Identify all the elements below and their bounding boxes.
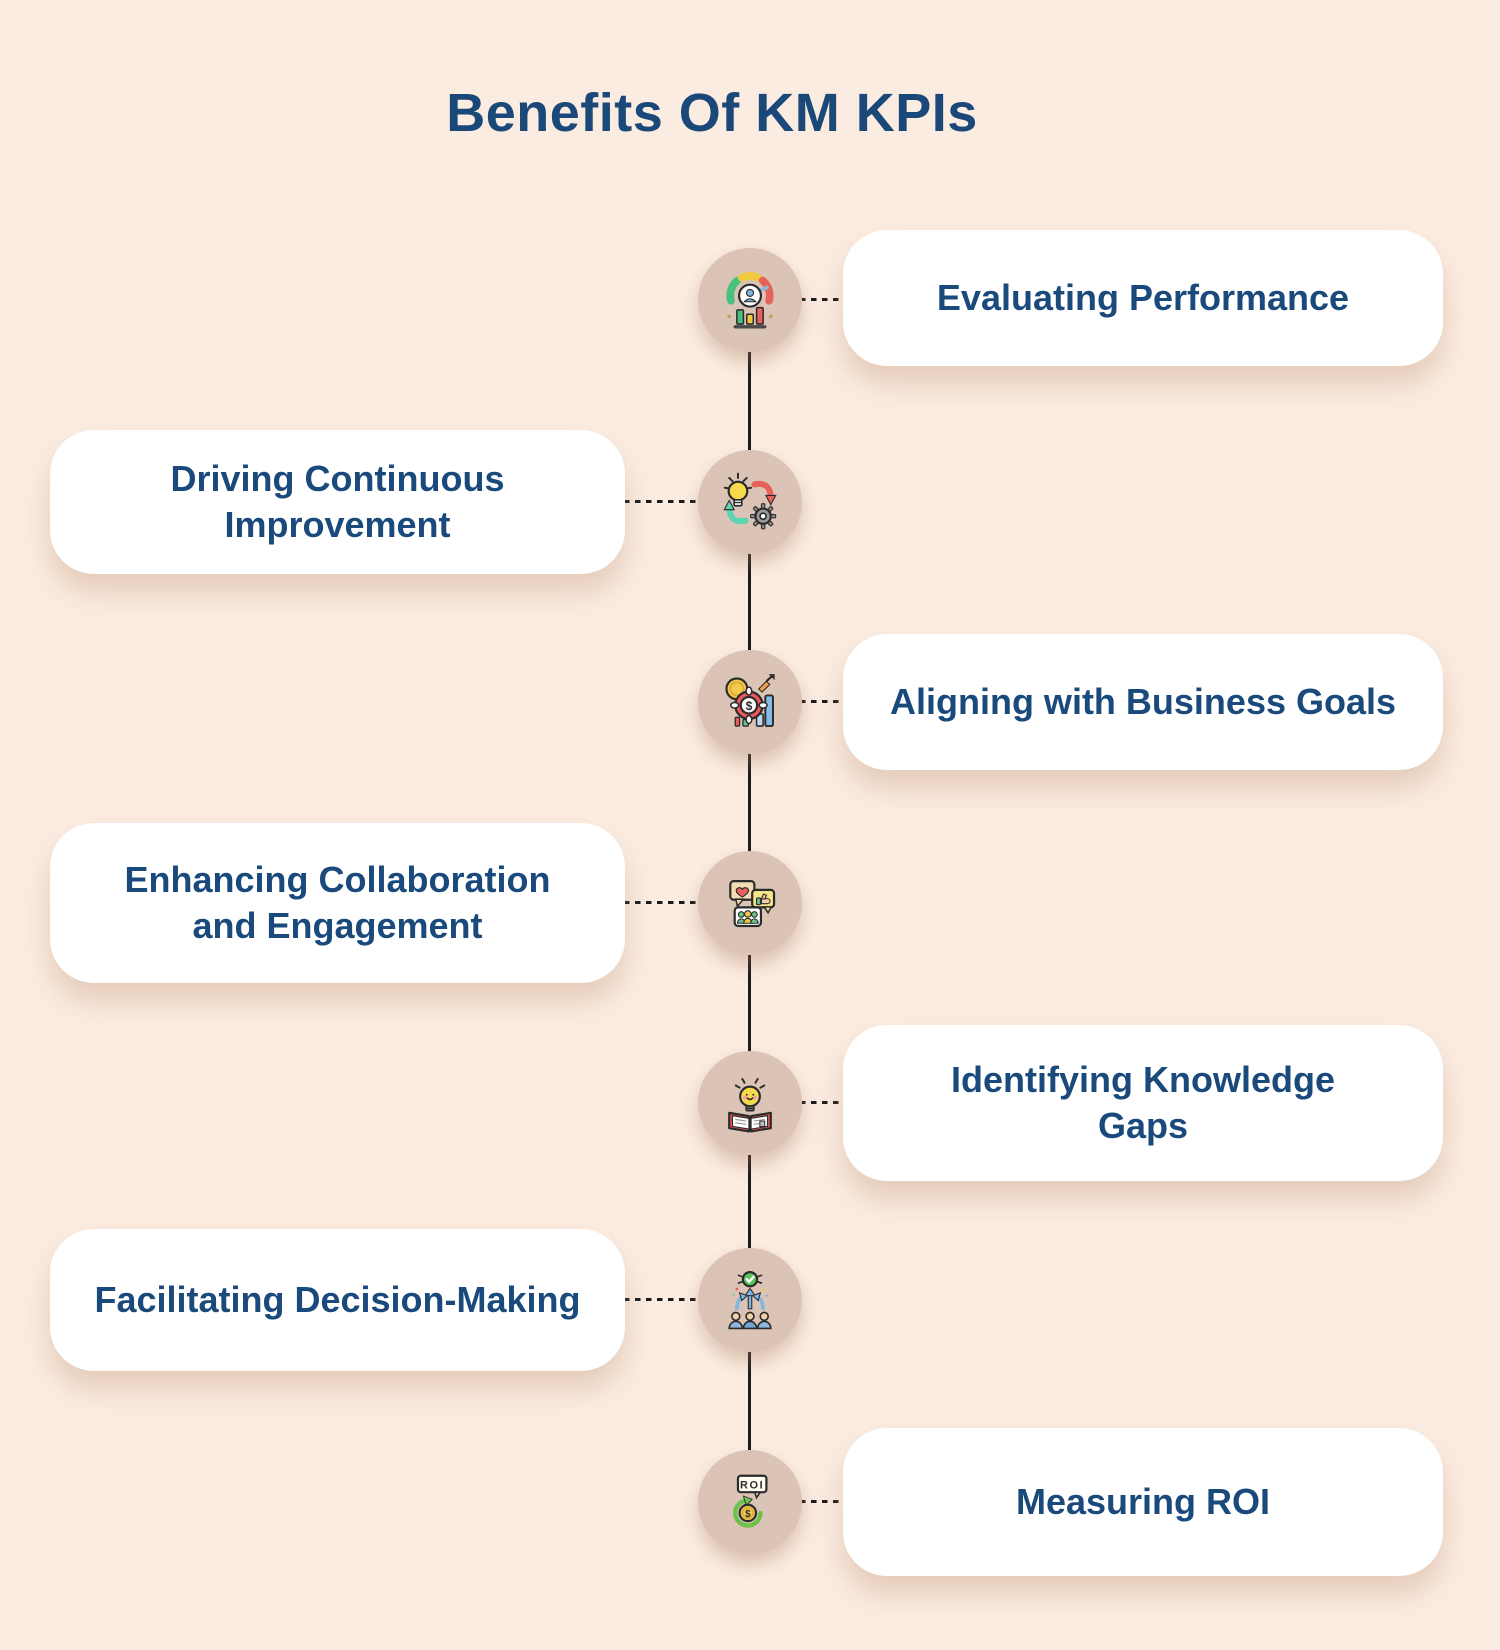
benefit-card: Identifying Knowledge Gaps <box>843 1025 1443 1181</box>
benefit-label: Aligning with Business Goals <box>889 680 1397 722</box>
benefit-card: Facilitating Decision-Making <box>50 1229 625 1371</box>
timeline-node <box>698 1248 802 1352</box>
benefit-label: Enhancing Collaboration and Engagement <box>124 858 551 946</box>
coin-dollar-sign: $ <box>745 1509 751 1520</box>
benefit-card: Measuring ROI <box>843 1428 1443 1576</box>
connector-line <box>624 901 700 904</box>
benefit-card: Enhancing Collaboration and Engagement <box>50 823 625 983</box>
connector-line <box>800 1500 844 1503</box>
timeline-node <box>698 851 802 955</box>
timeline-node <box>698 248 802 352</box>
benefit-label: Evaluating Performance <box>936 276 1350 318</box>
benefit-card: Evaluating Performance <box>843 230 1443 366</box>
collaboration-engagement-icon <box>729 880 776 928</box>
connector-line <box>800 700 844 703</box>
benefit-label: Driving Continuous Improvement <box>170 457 505 545</box>
timeline-node <box>698 450 802 554</box>
knowledge-gaps-icon <box>728 1077 772 1133</box>
timeline-node: ROI $ <box>698 1450 802 1554</box>
roi-label-text: ROI <box>740 1479 764 1491</box>
continuous-improvement-icon <box>723 472 777 530</box>
performance-gauge-icon <box>726 272 774 329</box>
benefit-label: Measuring ROI <box>1015 1480 1271 1522</box>
business-goals-icon: $ <box>725 674 775 728</box>
timeline-node: $ <box>698 650 802 754</box>
timeline-node <box>698 1051 802 1155</box>
benefit-label: Identifying Knowledge Gaps <box>951 1058 1335 1146</box>
decision-making-icon <box>728 1271 772 1330</box>
benefit-label: Facilitating Decision-Making <box>94 1278 581 1320</box>
connector-line <box>624 1298 700 1301</box>
connector-line <box>800 1101 844 1104</box>
page-title: Benefits Of KM KPIs <box>446 83 978 143</box>
connector-line <box>800 298 844 301</box>
dollar-sign: $ <box>746 699 753 713</box>
connector-line <box>624 500 700 503</box>
roi-icon: ROI $ <box>733 1474 768 1528</box>
benefit-card: Aligning with Business Goals <box>843 634 1443 770</box>
benefit-card: Driving Continuous Improvement <box>50 430 625 574</box>
